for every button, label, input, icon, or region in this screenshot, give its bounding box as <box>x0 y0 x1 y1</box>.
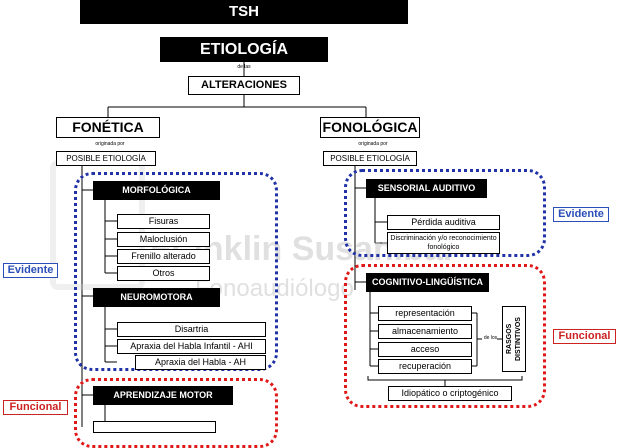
fonologica-title: FONOLÓGICA <box>322 119 418 135</box>
connector-lines <box>81 62 523 427</box>
etiologia-box: ETIOLOGÍA <box>160 37 328 62</box>
fonetica-title: FONÉTICA <box>72 119 144 135</box>
sensorial-box: SENSORIAL AUDITIVO <box>366 179 487 198</box>
fonologica-posible-text: POSIBLE ETIOLOGÍA <box>330 154 410 163</box>
fonologica-evidente-tag: Evidente <box>553 207 609 222</box>
cognitivo-box: COGNITIVO-LINGÜÍSTICA <box>366 273 489 292</box>
alteraciones-text: ALTERACIONES <box>201 79 287 91</box>
morfologica-title: MORFOLÓGICA <box>122 185 191 195</box>
alteraciones-box: ALTERACIONES <box>188 76 300 95</box>
aprendizaje-title: APRENDIZAJE MOTOR <box>113 390 213 400</box>
fonetica-evidente-tag: Evidente <box>3 263 58 278</box>
morfologica-item-2: Maloclusión <box>117 232 210 247</box>
fonologica-funcional-tag: Funcional <box>553 329 616 344</box>
aprendizaje-item-partial <box>93 421 216 433</box>
sensorial-title: SENSORIAL AUDITIVO <box>377 183 476 193</box>
neuromotora-box: NEUROMOTORA <box>93 288 220 307</box>
fonologica-box: FONOLÓGICA <box>320 117 420 138</box>
fonetica-posible: POSIBLE ETIOLOGÍA <box>56 151 156 166</box>
neuromotora-title: NEUROMOTORA <box>120 292 193 302</box>
rasgos-text: RASGOS DISTINTIVOS <box>506 317 522 361</box>
neuromotora-item-3: Apraxia del Habla - AH <box>135 355 266 370</box>
fonetica-originada: originada por <box>95 141 125 147</box>
title-box: TSH <box>80 0 408 24</box>
fonologica-funcional-frame <box>344 264 546 408</box>
cognitivo-item-4: recuperación <box>378 359 472 374</box>
idiopatico-box: Idiopático o criptogénico <box>388 386 512 401</box>
fonologica-evidente-frame <box>344 169 546 257</box>
watermark-subtitle: Fonoaudiólogo <box>195 275 354 302</box>
morfologica-item-3: Frenillo alterado <box>117 249 210 264</box>
fonologica-posible: POSIBLE ETIOLOGÍA <box>323 151 417 166</box>
neuromotora-item-1: Disartria <box>117 322 266 337</box>
de-los-label: de los <box>483 335 498 341</box>
cognitivo-item-2: almacenamiento <box>378 324 472 339</box>
fonologica-originada: originada por <box>358 141 388 147</box>
aprendizaje-box: APRENDIZAJE MOTOR <box>93 386 233 405</box>
etiologia-text: ETIOLOGÍA <box>200 41 288 58</box>
sensorial-item-2: Discriminación y/o reconocimiento fonoló… <box>387 232 500 254</box>
morfologica-box: MORFOLÓGICA <box>93 181 220 200</box>
fonetica-funcional-tag: Funcional <box>3 400 68 415</box>
cognitivo-item-3: acceso <box>378 342 472 357</box>
cognitivo-title: COGNITIVO-LINGÜÍSTICA <box>372 277 483 287</box>
morfologica-item-4: Otros <box>117 266 210 281</box>
neuromotora-item-2: Apraxia del Habla Infantil - AHI <box>117 339 266 354</box>
rasgos-box: RASGOS DISTINTIVOS <box>502 306 526 372</box>
cognitivo-item-1: representación <box>378 306 472 321</box>
fonetica-posible-text: POSIBLE ETIOLOGÍA <box>66 154 146 163</box>
de-las-label: de las <box>237 64 251 70</box>
sensorial-item-1: Pérdida auditiva <box>387 215 500 230</box>
fonetica-box: FONÉTICA <box>56 117 160 138</box>
morfologica-item-1: Fisuras <box>117 214 210 229</box>
title-text: TSH <box>229 3 259 20</box>
